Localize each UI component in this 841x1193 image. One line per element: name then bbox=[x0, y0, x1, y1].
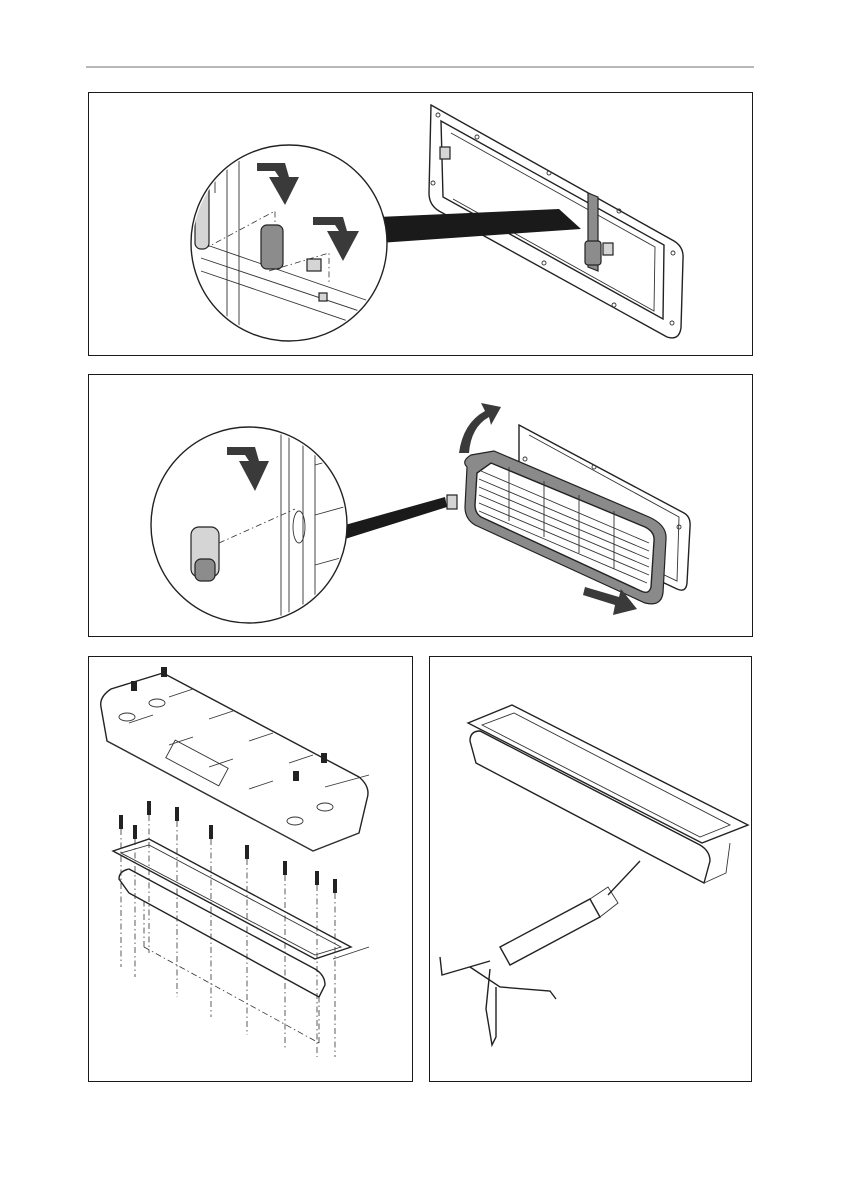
cover-screws-illustration bbox=[89, 657, 413, 1082]
figure-cover-screws bbox=[88, 656, 413, 1082]
figure-sealant bbox=[429, 656, 752, 1082]
callout-wedge bbox=[345, 497, 447, 539]
grille-attach-illustration bbox=[89, 375, 753, 637]
header-rule bbox=[86, 66, 754, 68]
sealant-illustration bbox=[430, 657, 752, 1082]
hook-install-illustration bbox=[89, 93, 753, 356]
lift-arrow-icon bbox=[459, 403, 501, 453]
top-cover bbox=[101, 673, 368, 851]
zoom-detail bbox=[191, 145, 389, 343]
figure-hook-install bbox=[88, 92, 753, 356]
frame-box bbox=[468, 705, 748, 883]
figure-grille-attach bbox=[88, 374, 753, 637]
zoom-detail bbox=[151, 427, 351, 625]
caulking-gun bbox=[440, 861, 640, 1045]
